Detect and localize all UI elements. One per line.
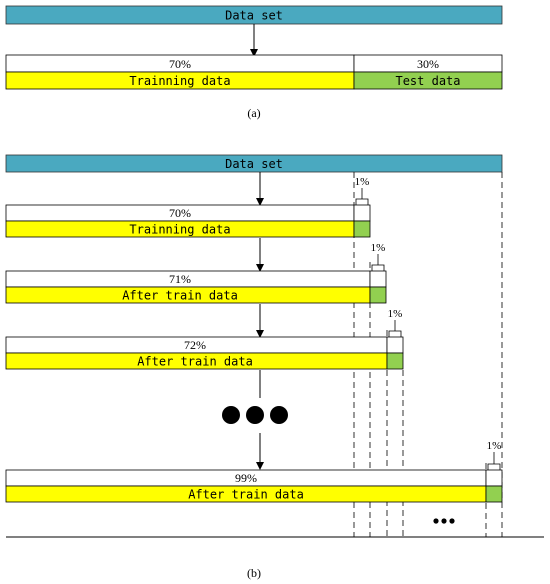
row-99: 99% After train data 1% [5, 440, 503, 503]
increment-green [386, 352, 404, 370]
row-label: Trainning data [129, 223, 230, 237]
row-label: After train data [188, 488, 304, 502]
increment-green [369, 286, 387, 304]
ellipsis-small-dot [433, 518, 439, 524]
ellipsis-large [222, 406, 288, 424]
increment-green [353, 220, 371, 238]
part-a: Data set 70% 30% Trainning data Test dat… [5, 5, 503, 120]
test-percent-a: 30% [417, 57, 439, 71]
increment-bracket [388, 330, 402, 337]
increment-label: 1% [355, 176, 370, 188]
test-label-a: Test data [395, 74, 460, 88]
increment-bracket [487, 463, 501, 470]
row-71: 71% After train data 1% [5, 242, 387, 304]
dataset-bar-b [5, 154, 503, 173]
increment-box [353, 204, 371, 222]
increment-label: 1% [388, 308, 403, 320]
row-percent: 70% [169, 206, 191, 220]
row-72: 72% After train data 1% [5, 308, 404, 370]
caption-b: (b) [247, 566, 261, 580]
increment-label: 1% [371, 242, 386, 254]
increment-bracket [355, 198, 369, 205]
row-70: 70% Trainning data 1% [5, 176, 371, 238]
part-b: Data set 70% Trainning data 1% [5, 154, 544, 580]
ellipsis-dot [246, 406, 264, 424]
test-data-bar-a [353, 71, 503, 90]
row-percent: 72% [184, 338, 206, 352]
ellipsis-small-dot [441, 518, 447, 524]
caption-a: (a) [247, 106, 260, 120]
row-percent: 99% [235, 471, 257, 485]
increment-box [386, 336, 404, 354]
dataset-label-b: Data set [225, 157, 283, 171]
train-label-a: Trainning data [129, 74, 230, 88]
train-percent-a: 70% [169, 57, 191, 71]
dataset-label-a: Data set [225, 9, 283, 23]
increment-green [485, 485, 503, 503]
increment-box [485, 469, 503, 487]
row-label: After train data [122, 289, 238, 303]
ellipsis-dot [270, 406, 288, 424]
ellipsis-dot [222, 406, 240, 424]
increment-bracket [371, 264, 385, 271]
increment-box [369, 270, 387, 288]
row-percent: 71% [169, 272, 191, 286]
ellipsis-small-dot [449, 518, 455, 524]
row-label: After train data [137, 355, 253, 369]
increment-label: 1% [487, 440, 502, 452]
ellipsis-small [433, 518, 455, 524]
